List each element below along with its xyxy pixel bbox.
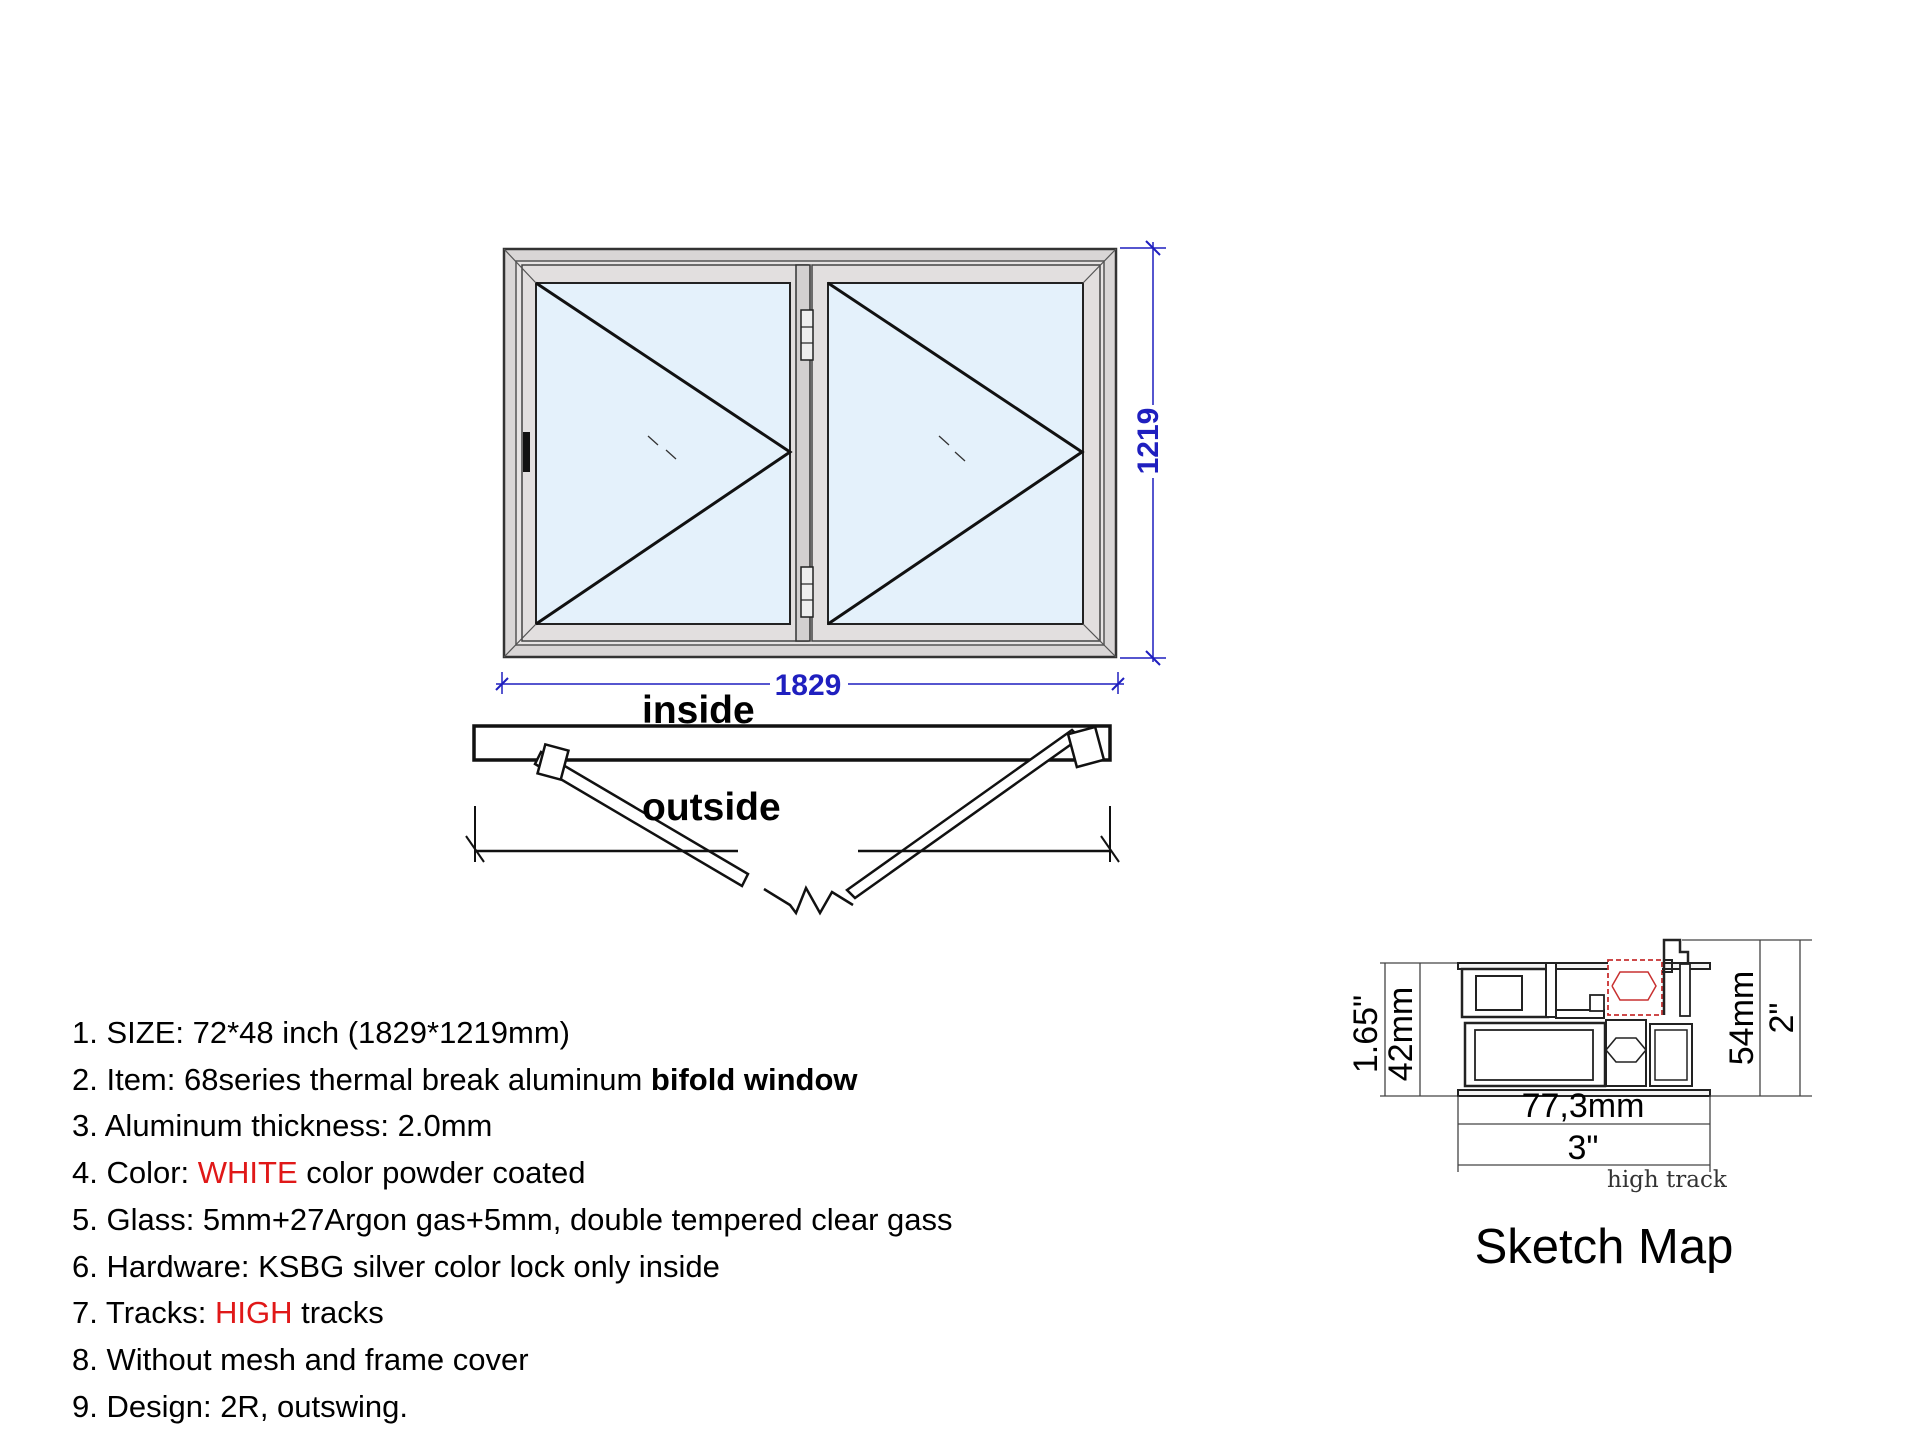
- spec-item: 2. Item: 68series thermal break aluminum…: [72, 1057, 953, 1104]
- width-label: 1829: [775, 669, 842, 702]
- spec-item: 4. Color: WHITE color powder coated: [72, 1150, 953, 1197]
- inside-label: inside: [642, 689, 755, 732]
- right-opening-indicator: [827, 281, 1085, 626]
- plan-frame: [472, 724, 1112, 762]
- profile-section: 1.65" 42mm 54mm 2" 77,3mm 3" hi: [1347, 938, 1812, 1274]
- height-label: 1219: [1132, 408, 1165, 475]
- spec-text: 8. Without mesh and frame cover: [72, 1341, 529, 1377]
- plan-view: inside outside: [465, 689, 1120, 916]
- spec-text: 6. Hardware: KSBG silver color lock only…: [72, 1248, 720, 1284]
- spec-text: 7. Tracks:: [72, 1295, 215, 1331]
- spec-text: 1. SIZE: 72*48 inch (1829*1219mm): [72, 1015, 570, 1050]
- window-elevation: [502, 247, 1118, 659]
- spec-text: color powder coated: [297, 1155, 586, 1191]
- spec-text: 9. Design: 2R, outswing.: [72, 1388, 409, 1424]
- left-glass: [535, 282, 791, 625]
- spec-text: 4. Color:: [72, 1155, 198, 1191]
- left-mm-label: 42mm: [1382, 987, 1420, 1081]
- spec-item: 8. Without mesh and frame cover: [72, 1337, 953, 1384]
- height-dimension: 1219: [1120, 240, 1166, 666]
- hinge-top: [800, 309, 814, 361]
- spec-highlight: HIGH: [214, 1295, 293, 1331]
- track-label: high track: [1607, 1167, 1728, 1193]
- right-glass: [827, 282, 1084, 625]
- width-dimension: 1829: [495, 669, 1125, 702]
- spec-emphasis: bifold window: [650, 1061, 858, 1097]
- spec-item: 9. Design: 2R, outswing.: [72, 1384, 953, 1431]
- left-swing-sash: [533, 750, 750, 888]
- spec-highlight: WHITE: [197, 1155, 298, 1191]
- meeting-point: [763, 885, 854, 916]
- outside-label: outside: [642, 786, 781, 829]
- left-inch-label: 1.65": [1347, 995, 1385, 1073]
- spec-text: 2. Item: 68series thermal break aluminum: [72, 1061, 651, 1097]
- spec-list: 1. SIZE: 72*48 inch (1829*1219mm) 2. Ite…: [72, 1010, 953, 1430]
- right-inch-label: 2": [1763, 1003, 1801, 1034]
- spec-item: 7. Tracks: HIGH tracks: [72, 1290, 953, 1337]
- spec-item: 6. Hardware: KSBG silver color lock only…: [72, 1244, 953, 1291]
- width-inch-label: 3": [1568, 1129, 1599, 1167]
- spec-text: 3. Aluminum thickness: 2.0mm: [72, 1108, 493, 1144]
- spec-item: 1. SIZE: 72*48 inch (1829*1219mm): [72, 1010, 953, 1057]
- hinge-bottom: [800, 566, 814, 618]
- left-opening-indicator: [535, 281, 793, 626]
- spec-text: tracks: [292, 1295, 384, 1331]
- spec-item: 5. Glass: 5mm+27Argon gas+5mm, double te…: [72, 1197, 953, 1244]
- width-mm-label: 77,3mm: [1522, 1087, 1645, 1125]
- spec-text: 5. Glass: 5mm+27Argon gas+5mm, double te…: [72, 1201, 953, 1237]
- right-mm-label: 54mm: [1723, 971, 1761, 1065]
- spec-item: 3. Aluminum thickness: 2.0mm: [72, 1103, 953, 1150]
- handle: [523, 432, 530, 472]
- sketch-map-caption: Sketch Map: [1475, 1220, 1734, 1274]
